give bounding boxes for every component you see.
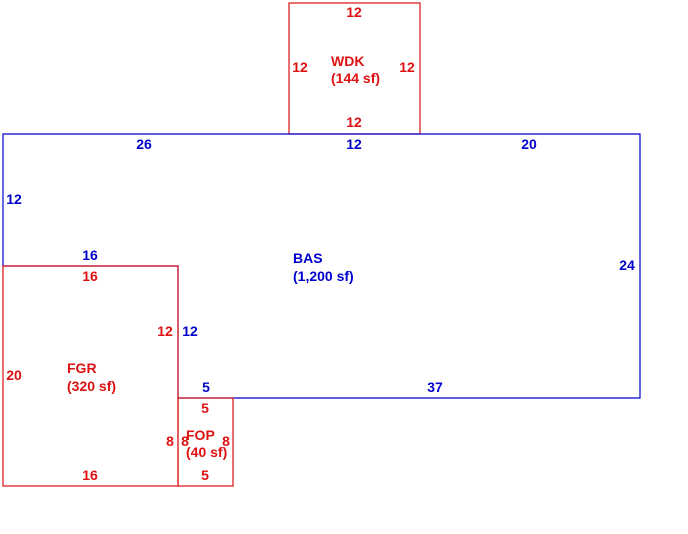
bas-dim-left: 12 [6,191,22,207]
fop-dim-left-outer: 8 [166,433,174,449]
fgr-dim-right: 12 [157,323,173,339]
wdk-area-code: WDK [331,53,364,69]
bas-dim-right: 24 [619,257,635,273]
wdk-dim-top: 12 [346,4,362,20]
bas-dim-top-left: 26 [136,136,152,152]
wdk-area-size: (144 sf) [331,70,380,86]
bas-area-size: (1,200 sf) [293,268,354,284]
wdk-dim-bottom: 12 [346,114,362,130]
fgr-dim-top: 16 [82,268,98,284]
bas-dim-bottom-long: 37 [427,379,443,395]
bas-dim-step-side: 12 [182,323,198,339]
fop-dim-left-inner: 8 [181,433,189,449]
fgr-dim-left: 20 [6,367,22,383]
fgr-dim-bottom: 16 [82,467,98,483]
bas-dim-bottom-short: 5 [202,379,210,395]
bas-dim-step-top: 16 [82,247,98,263]
fop-area-size: (40 sf) [186,444,227,460]
fgr-area-size: (320 sf) [67,378,116,394]
bas-dim-top-right: 20 [521,136,537,152]
wdk-dim-left: 12 [292,59,308,75]
fop-area-code: FOP [186,427,215,443]
fgr-area-code: FGR [67,360,97,376]
bas-dim-top-middle: 12 [346,136,362,152]
wdk-dim-right: 12 [399,59,415,75]
fop-dim-right: 8 [222,433,230,449]
fop-dim-bottom: 5 [201,467,209,483]
fop-outline [177,397,234,487]
fgr-outline [2,265,179,487]
fop-dim-top: 5 [201,400,209,416]
bas-area-code: BAS [293,250,323,266]
